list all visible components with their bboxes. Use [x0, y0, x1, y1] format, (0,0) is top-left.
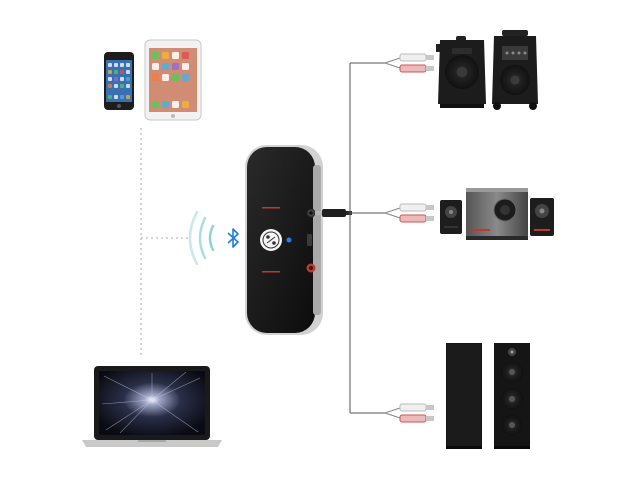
laptop — [82, 366, 222, 447]
bluetooth-icon — [227, 228, 239, 248]
party-speaker-left — [436, 36, 486, 108]
rca-connector-bottom — [384, 403, 434, 423]
dotted-connections — [140, 128, 190, 358]
tablet — [144, 39, 202, 121]
rca-connector-middle — [384, 203, 434, 223]
smartphone — [104, 52, 134, 110]
tower-speaker-left — [446, 343, 482, 449]
satellite-speaker-right — [530, 198, 554, 236]
bluetooth-adapter — [245, 145, 323, 335]
satellite-speaker-left — [440, 200, 462, 234]
audio-jack-plug — [315, 209, 352, 217]
tower-speaker-right — [494, 343, 530, 449]
party-speaker-right — [492, 30, 538, 110]
subwoofer — [466, 188, 528, 240]
rca-connector-top — [384, 53, 434, 73]
cable-lines — [349, 62, 385, 414]
bluetooth-waves — [188, 210, 215, 266]
mode-switch-icon — [260, 229, 282, 251]
